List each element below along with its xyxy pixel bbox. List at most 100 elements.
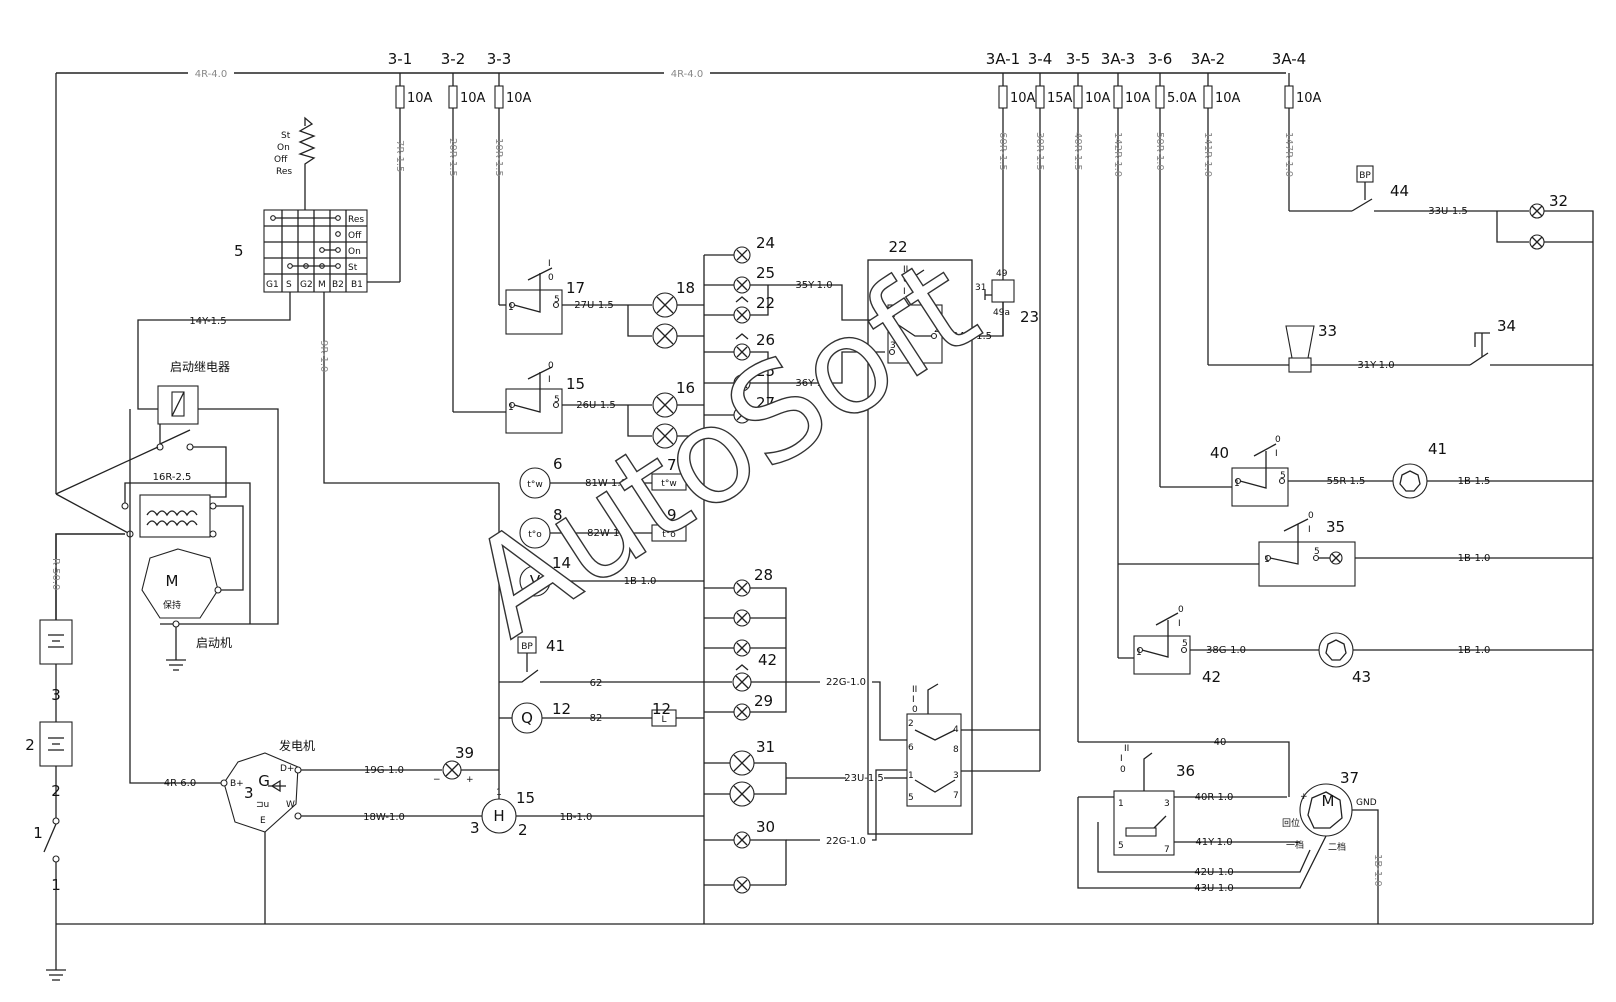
fuse-wire: 50R-1.0 <box>1154 132 1165 171</box>
fuse-id: 3A-3 <box>1101 50 1135 68</box>
turn-switch-terminal-1: 1 <box>890 310 896 320</box>
light-switch-terminal-2: 2 <box>908 719 914 729</box>
fuse-wire: 20R-1.5 <box>447 138 458 177</box>
ignition-terminal-g2: G2 <box>300 280 313 290</box>
wire-label-26u: 26U-1.5 <box>576 400 616 411</box>
fuse-id: 3-3 <box>487 50 512 68</box>
wiper-motor-number: 37 <box>1340 769 1359 787</box>
wiper-gnd-label: GND <box>1356 798 1377 808</box>
oil-temp-sender: t°o <box>662 530 676 540</box>
generator-label: 发电机 <box>279 738 315 753</box>
pressure-switch-44-label: BP <box>1359 171 1371 181</box>
wire-label-40r: 40R-1.0 <box>1195 792 1234 803</box>
fuse-id: 3-5 <box>1066 50 1091 68</box>
ignition-row-res: Res <box>348 215 364 225</box>
turn-switch-terminal-2: 2 <box>934 325 940 335</box>
switch-35-circuit: 1 5 0 I 35 1B-1.0 <box>1118 511 1593 587</box>
wiper-switch-terminal-7: 7 <box>1164 845 1170 855</box>
switch-42-mark-zero: 0 <box>1178 605 1184 615</box>
ignition-switch: St On Off Res Res Off On St G1 S G2 M B2… <box>234 116 400 293</box>
fuse-wire: 142R-1.0 <box>1112 132 1123 177</box>
combination-switch-22: 22 0 I II 1 3 2 34G-1.5 I 0 II 2 6 4 8 1… <box>867 238 1040 835</box>
switch-17-mark-one: I <box>548 259 551 269</box>
wire-label-18w: 18W-1.0 <box>363 812 405 823</box>
fuse-rating: 10A <box>1085 91 1111 106</box>
hour-meter: 18W-1.0 H 15 1 3 2 1B-1.0 <box>301 788 704 839</box>
switch-42-terminal-1: 1 <box>1136 648 1142 658</box>
fuel-gauge-symbol: Q <box>521 709 533 727</box>
switch-17-mark-zero: 0 <box>548 273 554 283</box>
wire-label-35y: 35Y-1.0 <box>795 280 832 291</box>
fuel-sender-number: 12 <box>652 700 671 718</box>
lamp-31-group: 31 23U-1.5 <box>704 738 900 807</box>
wire-label-55r: 55R-1.5 <box>1327 476 1366 487</box>
wire-label-62: 62 <box>590 678 603 689</box>
turn-switch-mark-one: I <box>903 287 906 297</box>
switch-15-mark-zero: 0 <box>548 361 554 371</box>
wiper-motor-plus: + <box>1300 792 1308 802</box>
wiper-circuit: 40 I 0 II 1 3 5 7 36 40R-1.0 41Y-1.0 42U… <box>1077 737 1383 924</box>
wire-label-43u: 43U-1.0 <box>1194 883 1234 894</box>
start-relay-label: 启动继电器 <box>170 360 230 374</box>
fuse-rating: 10A <box>407 91 433 106</box>
wiper-low-label: 一档 <box>1286 839 1304 851</box>
horn-circuit: 33 31Y-1.0 34 <box>1208 317 1593 373</box>
ignition-row-on: On <box>348 247 361 257</box>
lamp-30-group: 30 22G-1.0 <box>704 769 915 894</box>
ignition-row-off: Off <box>348 231 362 241</box>
switch-15-number: 15 <box>566 375 585 393</box>
starter-motor-symbol: M <box>166 572 179 590</box>
generator-terminal-w: W <box>286 800 295 810</box>
wire-label-27u: 27U-1.5 <box>574 300 614 311</box>
switch-17-terminal-1: 1 <box>508 303 514 313</box>
switch-35-terminal-5: 5 <box>1314 547 1320 557</box>
indicator-lamps-lower: 28 29 22G-1.0 <box>704 566 915 741</box>
switch-15-terminal-5: 5 <box>554 395 560 405</box>
fuse-id: 3A-4 <box>1272 50 1306 68</box>
wiper-high-label: 二档 <box>1328 841 1346 853</box>
switch-40-mark-zero: 0 <box>1275 435 1281 445</box>
battery-terminal-3: 3 <box>51 686 61 704</box>
light-switch-terminal-8: 8 <box>953 745 959 755</box>
fuse-wire: 60R-1.5 <box>997 132 1008 171</box>
ignition-position-off: Off <box>274 155 288 165</box>
generator: 4R-6.0 发电机 G B+ D+ W E ⊐u 3 <box>129 409 315 924</box>
pressure-lamp-number: 42 <box>758 651 777 669</box>
switch-15: 1 5 0 I 15 26U-1.5 16 <box>453 361 704 449</box>
wire-label-38g: 38G-1.0 <box>1206 645 1246 656</box>
wire-label-23u: 23U-1.5 <box>844 773 884 784</box>
ignition-terminal-m: M <box>318 280 326 290</box>
fuse-rating: 10A <box>506 91 532 106</box>
voltmeter: V 14 1B-1.0 <box>519 554 704 597</box>
wire-label-1b-35: 1B-1.0 <box>1458 553 1491 564</box>
switch-35-mark-one: I <box>1308 525 1311 535</box>
oil-temp-sender-number: 9 <box>667 506 677 524</box>
main-switch-number: 1 <box>33 824 43 842</box>
turn-signal-lamps-right: 26 25 36Y-1.0 27 <box>704 331 885 424</box>
fuse-3A-3: 3A-3 10A 142R-1.0 <box>1101 50 1151 658</box>
flasher-number: 23 <box>1020 308 1039 326</box>
lamp-25b-number: 25 <box>756 362 775 380</box>
switch-40-terminal-5: 5 <box>1280 471 1286 481</box>
light-switch-terminal-1: 1 <box>908 771 914 781</box>
lamp-16-number: 16 <box>676 379 695 397</box>
wiper-motor-symbol: M <box>1322 792 1335 810</box>
wire-label-1b15: 1B-1.5 <box>1458 476 1491 487</box>
water-temp-sender: t°w <box>661 479 676 489</box>
fuse-wire: 40R-1.5 <box>1072 132 1083 171</box>
light-switch-mark-zero: 0 <box>912 705 918 715</box>
fuse-id: 3-6 <box>1148 50 1173 68</box>
fuse-id: 3A-1 <box>986 50 1020 68</box>
turn-switch-mark-two: II <box>903 265 908 275</box>
water-temp-gauge-symbol: t°w <box>527 480 542 490</box>
fuse-wire: 10R-1.5 <box>493 138 504 177</box>
voltmeter-symbol: V <box>530 572 541 590</box>
fuse-3-5: 3-5 10A 40R-1.5 <box>1066 50 1111 742</box>
flasher-terminal-31: 31 <box>975 283 986 293</box>
fuse-rating: 10A <box>1296 91 1322 106</box>
generator-regulator: ⊐u <box>256 800 269 810</box>
switch-42-terminal-5: 5 <box>1182 639 1188 649</box>
flasher-terminal-49a: 49a <box>993 308 1010 318</box>
fuse-rating: 10A <box>1010 91 1036 106</box>
